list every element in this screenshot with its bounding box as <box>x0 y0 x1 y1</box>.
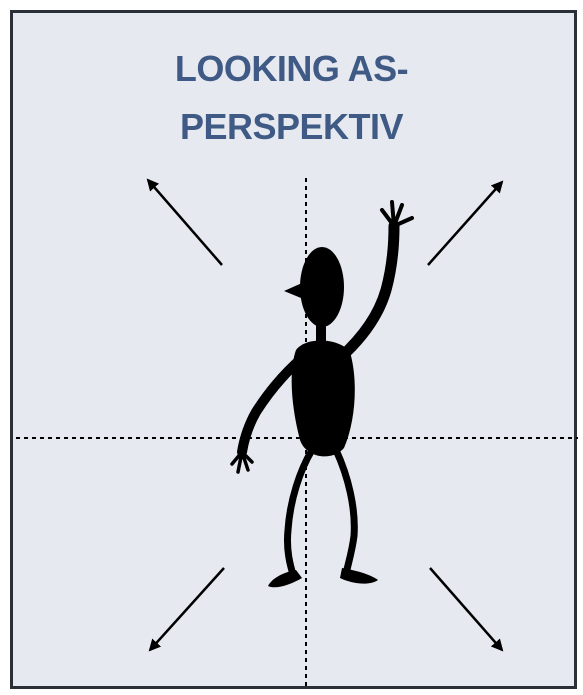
arrow-down-right-icon <box>430 568 502 650</box>
arrow-up-left-icon <box>148 180 222 265</box>
arrow-up-right-icon <box>428 182 502 265</box>
stick-figure-waving-icon <box>232 202 412 587</box>
arrow-down-left-icon <box>150 568 224 650</box>
